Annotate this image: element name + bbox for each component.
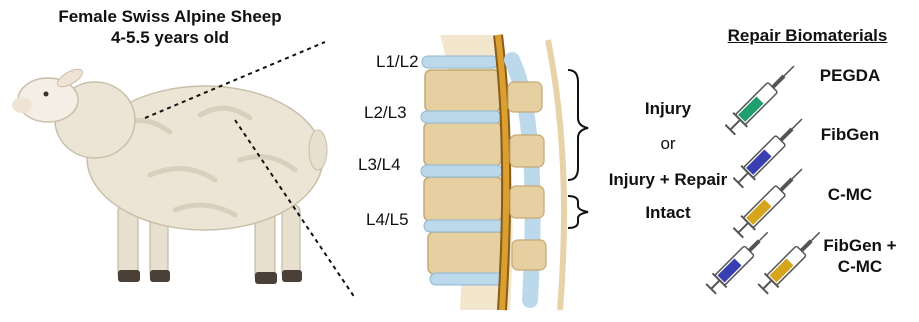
biomaterial-fibgen: FibGen — [805, 124, 895, 145]
sheep-illustration — [12, 66, 327, 284]
condition-intact: Intact — [583, 203, 753, 223]
condition-injury: Injury — [583, 99, 753, 119]
biomaterial-fibgen-cmc-line1: FibGen + — [810, 235, 910, 256]
level-label-l2-l3: L2/L3 — [364, 103, 407, 123]
spine-illustration — [421, 35, 564, 310]
level-label-l3-l4: L3/L4 — [358, 155, 401, 175]
injury-brace — [568, 70, 588, 180]
condition-or: or — [583, 134, 753, 154]
level-label-l4-l5: L4/L5 — [366, 210, 409, 230]
condition-injury-repair: Injury + Repair — [583, 170, 753, 190]
biomaterial-fibgen-cmc-line2: C-MC — [810, 256, 910, 277]
syringe-fibgen-combo-icon — [704, 225, 775, 296]
biomaterial-cmc: C-MC — [805, 184, 895, 205]
biomaterials-title: Repair Biomaterials — [700, 26, 915, 46]
syringe-pegda-icon — [723, 59, 801, 137]
level-label-l1-l2: L1/L2 — [376, 52, 419, 72]
biomaterial-fibgen-cmc: FibGen + C-MC — [810, 235, 910, 277]
biomaterial-pegda: PEGDA — [805, 65, 895, 86]
